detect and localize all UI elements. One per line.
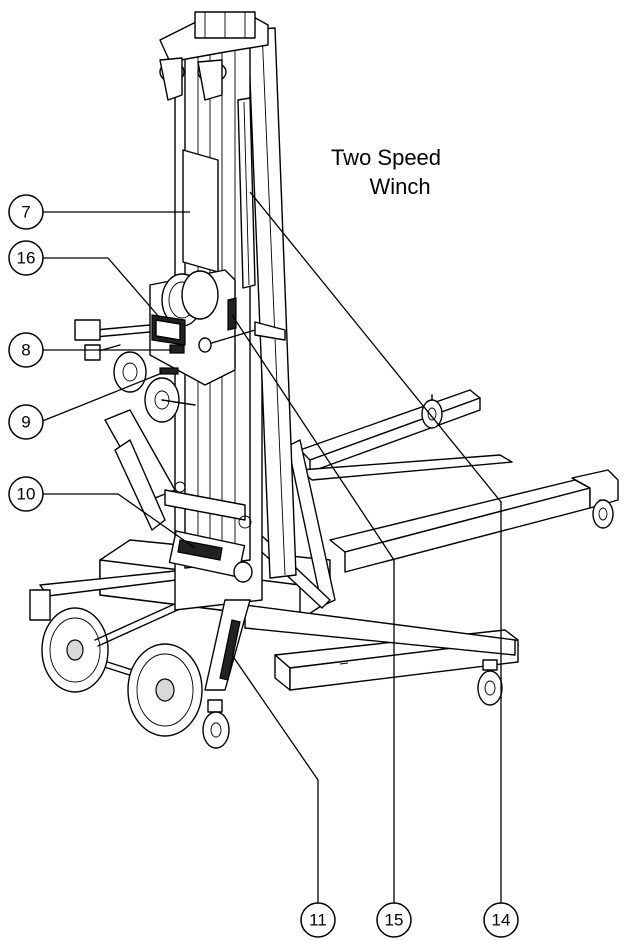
svg-text:10: 10 [17, 485, 36, 504]
callout-16: 16 [8, 240, 44, 276]
caster-right-rear [421, 394, 443, 429]
caster-right-front [592, 499, 614, 529]
svg-text:7: 7 [21, 203, 30, 222]
leg-strap-11 [219, 619, 241, 681]
title-line-1: Two Speed [331, 145, 441, 170]
caster-front [477, 659, 503, 706]
leader-16 [40, 257, 161, 319]
callout-9: 9 [8, 404, 44, 440]
plate-9 [159, 367, 179, 375]
svg-text:16: 16 [17, 249, 36, 268]
leader-11 [231, 654, 319, 905]
callout-8: 8 [8, 332, 44, 368]
cylinder-assembly-10 [164, 481, 253, 583]
top-pulley-assembly [159, 11, 269, 101]
leader-15 [231, 314, 395, 905]
svg-text:8: 8 [21, 341, 30, 360]
outrigger-leg-upper [299, 389, 481, 461]
title-line-2: Winch [369, 174, 430, 199]
leader-10 [43, 493, 196, 549]
plate-8 [169, 344, 185, 354]
diagram-title: Two Speed Winch [331, 145, 441, 199]
callout-11: 11 [300, 902, 336, 938]
label-panel-7 [182, 149, 219, 273]
winch-strap-15 [227, 297, 237, 331]
svg-text:15: 15 [385, 911, 404, 930]
svg-text:14: 14 [492, 911, 511, 930]
leader-14 [249, 191, 502, 905]
callout-14: 14 [483, 902, 519, 938]
leader-9 [39, 372, 163, 423]
callout-15: 15 [376, 902, 412, 938]
cylinder-band-10 [177, 539, 223, 561]
lever-arm [104, 409, 176, 531]
callout-10: 10 [8, 476, 44, 512]
leader-lines [39, 191, 502, 905]
caster-left [202, 699, 230, 749]
front-leg-11 [204, 599, 251, 691]
callout-7: 7 [8, 194, 44, 230]
svg-text:11: 11 [309, 911, 327, 930]
svg-text:9: 9 [21, 413, 30, 432]
